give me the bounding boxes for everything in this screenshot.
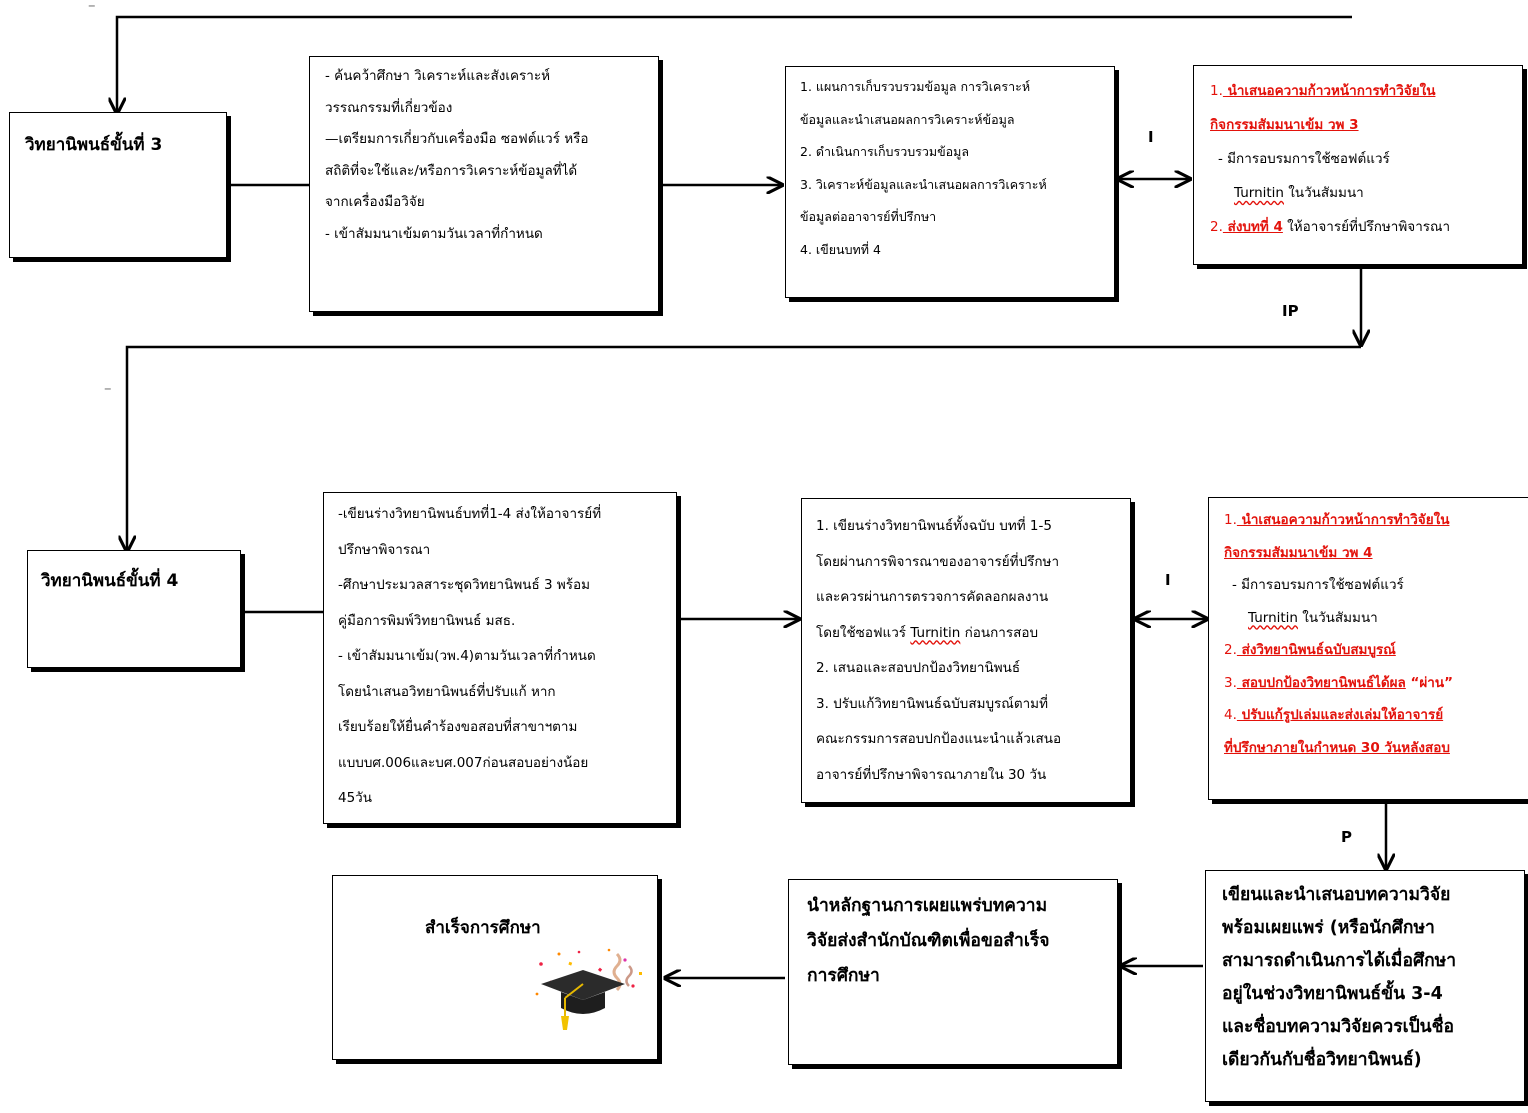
submit-line: นำหลักฐานการเผยแพร่บทความ bbox=[807, 896, 1048, 916]
stage4-req-sub: - มีการอบรมการใช้ซอฟต์แวร์ bbox=[1232, 577, 1404, 593]
label-i-bottom: I bbox=[1165, 571, 1171, 589]
stage4-activity: -เขียนร่างวิทยานิพนธ์บทที่1-4 ส่งให้อาจา… bbox=[338, 506, 602, 522]
stage4-activity: เรียบร้อยให้ยื่นคำร้องขอสอบที่สาขาฯตาม bbox=[338, 719, 578, 735]
stage3-title-box: วิทยานิพนธ์ขั้นที่ 3 bbox=[9, 112, 227, 258]
stage4-req-3-quote: “ผ่าน” bbox=[1405, 674, 1453, 691]
stage3-req-2-num: 2. bbox=[1210, 219, 1223, 235]
stage3-req-sub-tail: ในวันสัมมนา bbox=[1283, 185, 1364, 201]
stage4-title: วิทยานิพนธ์ขั้นที่ 4 bbox=[41, 571, 179, 591]
stage3-step: 3. วิเคราะห์ข้อมูลและนำเสนอผลการวิเคราะห… bbox=[800, 176, 1047, 192]
stage3-step: 1. แผนการเก็บรวบรวมข้อมูล การวิเคราะห์ bbox=[800, 79, 1031, 94]
stage4-req-3-num: 3. bbox=[1224, 674, 1237, 691]
stage4-activity: - เข้าสัมมนาเข้ม(วพ.4)ตามวันเวลาที่กำหนด bbox=[338, 648, 596, 664]
publish-line: เขียนและนำเสนอบทความวิจัย bbox=[1222, 885, 1451, 905]
label-p: P bbox=[1341, 828, 1352, 846]
stage4-req-4: 4. ปรับแก้รูปเล่มและส่งเล่มให้อาจารย์ bbox=[1224, 699, 1528, 732]
stage4-activity: แบบบศ.006และบศ.007ก่อนสอบอย่างน้อย bbox=[338, 754, 589, 771]
stage4-req-4-cont: ที่ปรึกษาภายในกำหนด 30 วันหลังสอบ bbox=[1224, 739, 1450, 756]
connector-top-loop bbox=[117, 15, 1352, 113]
stage3-req-2-link: ส่งบทที่ 4 bbox=[1222, 219, 1283, 235]
stage4-step: อาจารย์ที่ปรึกษาพิจารณาภายใน 30 วัน bbox=[816, 766, 1047, 783]
stage4-step-part: ก่อนการสอบ bbox=[960, 624, 1039, 641]
submit-line: การศึกษา bbox=[807, 966, 880, 986]
stage3-activity: —เตรียมการเกี่ยวกับเครื่องมือ ซอฟต์แวร์ … bbox=[325, 131, 589, 147]
stage4-step: 1. เขียนร่างวิทยานิพนธ์ทั้งฉบับ บทที่ 1-… bbox=[816, 518, 1052, 534]
graduation-cap-icon bbox=[535, 948, 642, 1030]
stage3-activity: จากเครื่องมือวิจัย bbox=[325, 194, 425, 210]
stage3-steps-box: 1. แผนการเก็บรวบรวมข้อมูล การวิเคราะห์ ข… bbox=[785, 66, 1115, 298]
turnitin-word: Turnitin bbox=[910, 624, 961, 641]
stage4-requirements-box: 1. นำเสนอความก้าวหน้าการทำวิจัยใน กิจกรร… bbox=[1208, 497, 1528, 800]
stage3-activity: วรรณกรรมที่เกี่ยวข้อง bbox=[325, 99, 453, 116]
stage4-activities-box: -เขียนร่างวิทยานิพนธ์บทที่1-4 ส่งให้อาจา… bbox=[323, 492, 677, 824]
stage4-activity: โดยนำเสนอวิทยานิพนธ์ที่ปรับแก้ หาก bbox=[338, 683, 556, 700]
stage4-req-1: 1. นำเสนอความก้าวหน้าการทำวิจัยใน bbox=[1224, 504, 1528, 537]
stage3-requirements-box: 1. นำเสนอความก้าวหน้าการทำวิจัยใน กิจกรร… bbox=[1193, 65, 1523, 265]
publish-article-box: เขียนและนำเสนอบทความวิจัย พร้อมเผยแพร่ (… bbox=[1205, 870, 1525, 1102]
stage3-req-sub-2: Turnitin ในวันสัมมนา bbox=[1210, 176, 1522, 210]
stage4-steps-box: 1. เขียนร่างวิทยานิพนธ์ทั้งฉบับ บทที่ 1-… bbox=[801, 498, 1131, 803]
stage4-req-2-num: 2. bbox=[1224, 642, 1237, 658]
publish-line: พร้อมเผยแพร่ (หรือนักศึกษา bbox=[1222, 918, 1435, 938]
stage4-step: คณะกรรมการสอบปกป้องแนะนำแล้วเสนอ bbox=[816, 731, 1062, 747]
stage4-title-box: วิทยานิพนธ์ขั้นที่ 4 bbox=[27, 550, 241, 668]
stage3-activity: สถิติที่จะใช้และ/หรือการวิเคราะห์ข้อมูลท… bbox=[325, 162, 578, 179]
stage4-req-1-text: นำเสนอความก้าวหน้าการทำวิจัยใน bbox=[1236, 512, 1450, 528]
stage3-req-2-rest: ให้อาจารย์ที่ปรึกษาพิจารณา bbox=[1282, 219, 1451, 235]
stage3-activity: - เข้าสัมมนาเข้มตามวันเวลาที่กำหนด bbox=[325, 225, 543, 242]
submit-line: วิจัยส่งสำนักบัณฑิตเพื่อขอสำเร็จ bbox=[807, 931, 1050, 951]
stage3-req-1-text: นำเสนอความก้าวหน้าการทำวิจัยใน bbox=[1222, 83, 1436, 99]
publish-line: และชื่อบทความวิจัยควรเป็นชื่อ bbox=[1222, 1017, 1455, 1037]
stage4-req-4-num: 4. bbox=[1224, 707, 1237, 723]
stage4-req-sub-tail: ในวันสัมมนา bbox=[1297, 609, 1378, 626]
stage4-activity: 45วัน bbox=[338, 790, 372, 806]
stage4-activity: คู่มือการพิมพ์วิทยานิพนธ์ มสธ. bbox=[338, 612, 516, 629]
stage4-step-part: โดยใช้ซอฟแวร์ bbox=[816, 624, 911, 641]
label-dash-top: – bbox=[88, 0, 96, 14]
turnitin-word: Turnitin bbox=[1248, 609, 1298, 626]
stage3-req-sub: - มีการอบรมการใช้ซอฟต์แวร์ bbox=[1218, 151, 1390, 167]
stage4-step: และควรผ่านการตรวจการคัดลอกผลงาน bbox=[816, 589, 1049, 605]
turnitin-word: Turnitin bbox=[1234, 185, 1284, 201]
stage4-req-4-text: ปรับแก้รูปเล่มและส่งเล่มให้อาจารย์ bbox=[1236, 707, 1444, 723]
stage4-req-3-text: สอบปกป้องวิทยานิพนธ์ได้ผล bbox=[1236, 674, 1406, 691]
stage3-activities-box: - ค้นคว้าศึกษา วิเคราะห์และสังเคราะห์ วร… bbox=[309, 56, 659, 312]
submit-evidence-box: นำหลักฐานการเผยแพร่บทความ วิจัยส่งสำนักบ… bbox=[788, 879, 1118, 1065]
publish-line: สามารถดำเนินการได้เมื่อศึกษา bbox=[1222, 951, 1457, 971]
stage3-activity: - ค้นคว้าศึกษา วิเคราะห์และสังเคราะห์ bbox=[325, 68, 551, 84]
label-ip: IP bbox=[1282, 302, 1299, 320]
stage3-step: 4. เขียนบทที่ 4 bbox=[800, 241, 881, 257]
stage4-req-1-cont: กิจกรรมสัมมนาเข้ม วพ 4 bbox=[1224, 544, 1373, 561]
graduation-title: สำเร็จการศึกษา bbox=[425, 918, 541, 938]
publish-line: อยู่ในช่วงวิทยานิพนธ์ขั้น 3-4 bbox=[1222, 984, 1443, 1004]
stage4-req-3: 3. สอบปกป้องวิทยานิพนธ์ได้ผล “ผ่าน” bbox=[1224, 667, 1528, 700]
connector-mid-loop bbox=[127, 345, 1361, 551]
label-i-top: I bbox=[1148, 128, 1154, 146]
label-dash-mid: – bbox=[104, 379, 112, 397]
stage4-req-2-text: ส่งวิทยานิพนธ์ฉบับสมบูรณ์ bbox=[1236, 642, 1396, 658]
stage4-step: 2. เสนอและสอบปกป้องวิทยานิพนธ์ bbox=[816, 660, 1021, 676]
stage4-step: โดยผ่านการพิจารณาของอาจารย์ที่ปรึกษา bbox=[816, 553, 1060, 570]
stage4-step: โดยใช้ซอฟแวร์ Turnitin ก่อนการสอบ bbox=[816, 616, 1130, 652]
stage3-req-2: 2. ส่งบทที่ 4 ให้อาจารย์ที่ปรึกษาพิจารณา bbox=[1210, 210, 1522, 244]
stage3-step: ข้อมูลและนำเสนอผลการวิเคราะห์ข้อมูล bbox=[800, 111, 1015, 127]
stage3-req-1: 1. นำเสนอความก้าวหน้าการทำวิจัยใน bbox=[1210, 74, 1522, 108]
stage4-req-sub-2: Turnitin ในวันสัมมนา bbox=[1224, 602, 1528, 635]
publish-line: เดียวกันกับชื่อวิทยานิพนธ์) bbox=[1222, 1050, 1422, 1070]
stage4-activity: ปรึกษาพิจารณา bbox=[338, 541, 431, 558]
stage3-step: ข้อมูลต่ออาจารย์ที่ปรึกษา bbox=[800, 209, 937, 224]
stage4-activity: -ศึกษาประมวลสาระชุดวิทยานิพนธ์ 3 พร้อม bbox=[338, 577, 591, 593]
stage3-title: วิทยานิพนธ์ขั้นที่ 3 bbox=[25, 135, 163, 155]
stage3-req-1-num: 1. bbox=[1210, 83, 1223, 99]
stage4-req-2: 2. ส่งวิทยานิพนธ์ฉบับสมบูรณ์ bbox=[1224, 634, 1528, 667]
graduation-box: สำเร็จการศึกษา bbox=[332, 875, 658, 1060]
stage4-req-1-num: 1. bbox=[1224, 512, 1237, 528]
stage4-step: 3. ปรับแก้วิทยานิพนธ์ฉบับสมบูรณ์ตามที่ bbox=[816, 695, 1048, 712]
stage3-step: 2. ดำเนินการเก็บรวบรวมข้อมูล bbox=[800, 144, 970, 159]
stage3-req-1-cont: กิจกรรมสัมมนาเข้ม วพ 3 bbox=[1210, 117, 1359, 133]
